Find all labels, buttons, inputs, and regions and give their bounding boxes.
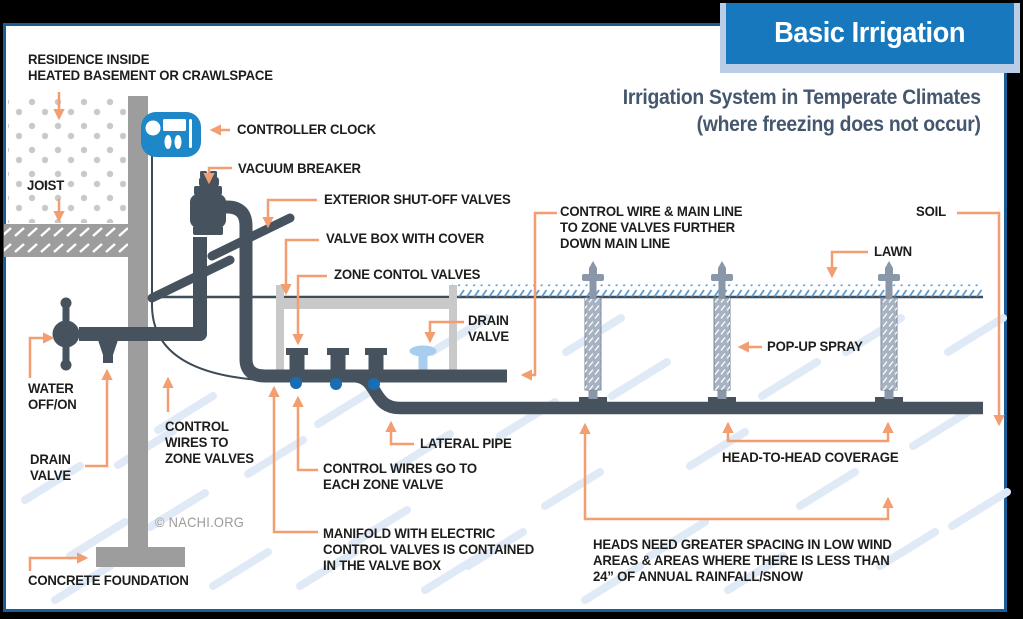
joist-band <box>4 224 129 257</box>
soil-streaks <box>21 314 1011 604</box>
label-water-off-on: WATER OFF/ON <box>28 380 77 413</box>
leader-main-line <box>520 211 557 381</box>
leader-valve-box <box>280 238 319 296</box>
label-pop-up-spray: POP-UP SPRAY <box>767 338 863 354</box>
leader-drain-valve-left <box>85 368 113 468</box>
label-zone-control-valves: ZONE CONTOL VALVES <box>334 266 481 282</box>
leader-concrete-foundation <box>28 552 89 571</box>
copyright-text: © NACHI.ORG <box>155 514 245 530</box>
shutoff-valve-handles-icon <box>147 213 295 303</box>
supply-pipe <box>79 237 207 341</box>
leader-control-wires-each <box>292 395 318 472</box>
label-control-wires-to-zone-valves: CONTROL WIRES TO ZONE VALVES <box>165 418 254 467</box>
label-control-wire-main-line: CONTROL WIRE & MAIN LINE TO ZONE VALVES … <box>560 203 743 252</box>
drain-valve-left-icon <box>98 340 118 363</box>
label-lateral-pipe: LATERAL PIPE <box>420 435 512 451</box>
leader-soil <box>957 211 1005 427</box>
label-control-wires-each-zone: CONTROL WIRES GO TO EACH ZONE VALVE <box>323 460 477 493</box>
leader-lawn <box>826 250 868 279</box>
leader-lateral-pipe <box>385 420 414 446</box>
pipes <box>79 200 983 415</box>
ground-line <box>148 284 983 299</box>
title-banner-inner: Basic Irrigation <box>726 3 1014 64</box>
main-line-pipe <box>219 200 507 383</box>
label-lawn: LAWN <box>874 243 912 259</box>
spray-head-1 <box>579 261 607 405</box>
zone-control-valves-icon <box>286 348 387 372</box>
label-manifold: MANIFOLD WITH ELECTRIC CONTROL VALVES IS… <box>323 525 535 574</box>
label-concrete-foundation: CONCRETE FOUNDATION <box>28 572 189 588</box>
valve-box <box>276 285 457 373</box>
label-joist: JOIST <box>27 177 65 193</box>
diagram-subtitle: Irrigation System in Temperate Climates … <box>623 85 981 137</box>
lawn-hatch <box>452 284 983 297</box>
leader-vacuum-breaker <box>203 166 232 185</box>
label-soil: SOIL <box>916 203 946 219</box>
label-controller-clock: CONTROLLER CLOCK <box>237 121 376 137</box>
label-valve-box-with-cover: VALVE BOX WITH COVER <box>326 230 485 246</box>
leader-zone-control <box>292 274 327 346</box>
pop-up-spray-heads <box>579 261 903 405</box>
banner-title: Basic Irrigation <box>774 17 966 49</box>
leader-exterior-shutoff <box>262 198 317 229</box>
spray-head-2 <box>708 261 736 405</box>
lateral-pipe-shape <box>351 369 983 415</box>
label-exterior-shutoff-valves: EXTERIOR SHUT-OFF VALVES <box>324 191 511 207</box>
crawlspace-insulation-dots <box>8 98 126 223</box>
wire-connector-dots <box>290 377 380 390</box>
title-banner: Basic Irrigation <box>720 3 1020 73</box>
leader-water-offon <box>28 332 55 378</box>
spray-head-3 <box>875 261 903 405</box>
label-vacuum-breaker: VACUUM BREAKER <box>238 160 361 176</box>
leader-lines <box>28 92 1005 571</box>
leader-drain-valve-box <box>424 320 464 344</box>
label-drain-valve-box: DRAIN VALVE <box>468 312 509 345</box>
foundation-wall <box>96 96 185 567</box>
drain-valve-in-box-icon <box>409 345 437 372</box>
label-drain-valve-left: DRAIN VALVE <box>30 451 71 484</box>
label-heads-spacing: HEADS NEED GREATER SPACING IN LOW WIND A… <box>593 536 892 585</box>
controller-clock-icon <box>141 112 201 157</box>
water-shutoff-valve-icon <box>52 297 80 371</box>
valve-box-cover <box>276 298 457 309</box>
label-head-to-head: HEAD-TO-HEAD COVERAGE <box>722 449 899 465</box>
label-residence: RESIDENCE INSIDE HEATED BASEMENT OR CRAW… <box>28 51 273 84</box>
leader-manifold <box>268 385 318 534</box>
